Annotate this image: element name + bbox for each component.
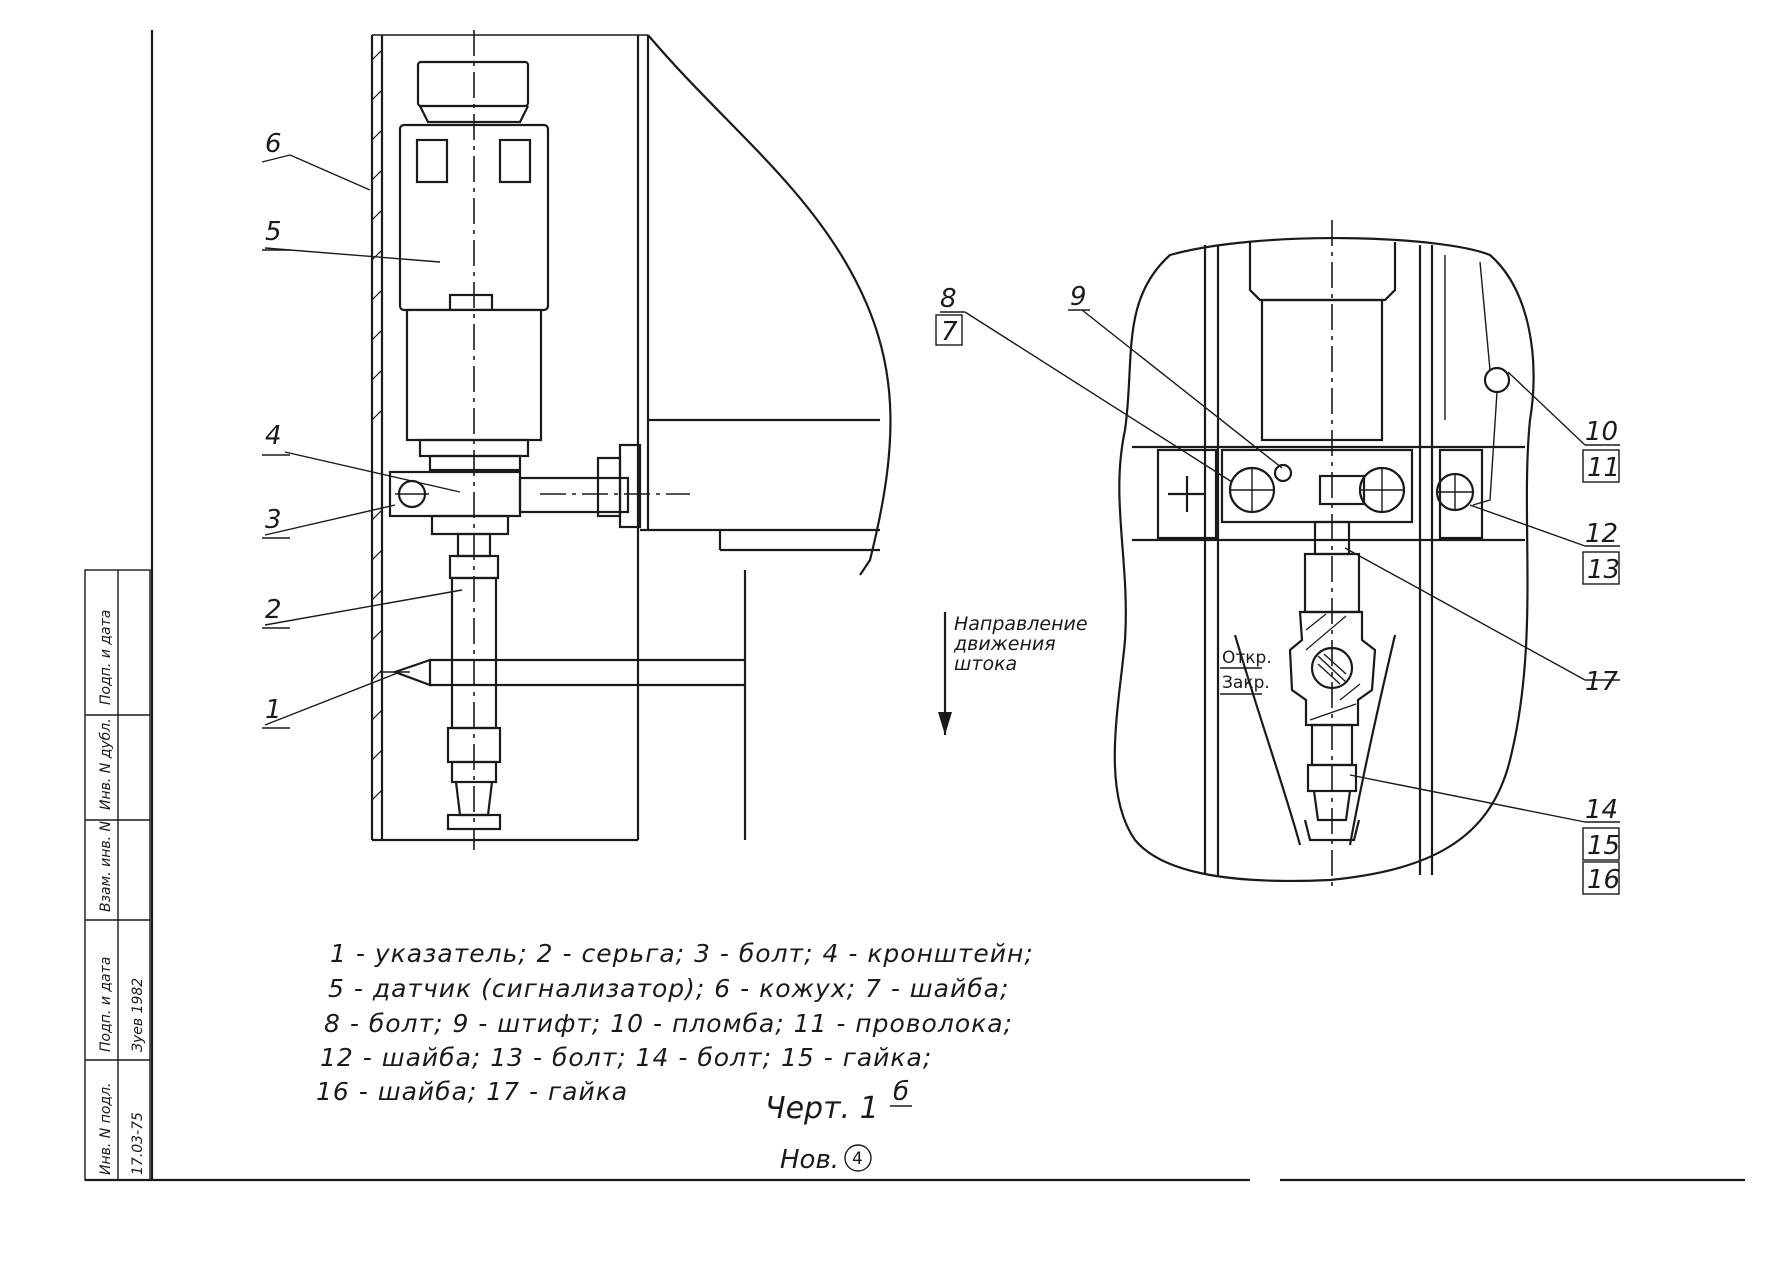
callout-16: 16	[1587, 865, 1620, 895]
callout-5: 5	[265, 217, 282, 247]
direction-line1: Направление	[954, 613, 1088, 635]
revision-label: Нов.	[780, 1145, 839, 1175]
callout-4: 4	[265, 421, 282, 451]
stamp-col1: Подп. и дата	[98, 610, 114, 705]
stamp-inv-value: 17.03-75	[130, 1112, 146, 1175]
direction-line3: штока	[954, 653, 1017, 675]
drawing-ref-sup: б	[893, 1077, 909, 1107]
legend-line1: 1 - указатель; 2 - серьга; 3 - болт; 4 -…	[330, 939, 1034, 968]
revision-circle-icon	[844, 1144, 872, 1172]
callout-9: 9	[1070, 282, 1087, 312]
callout-14: 14	[1585, 795, 1618, 825]
stamp-col4: Подп. и дата	[98, 957, 114, 1052]
direction-line2: движения	[953, 633, 1056, 655]
legend-line2: 5 - датчик (сигнализатор); 6 - кожух; 7 …	[328, 974, 1009, 1003]
callout-10: 10	[1585, 417, 1618, 447]
stamp-col5: Инв. N подл.	[98, 1083, 114, 1176]
callout-7: 7	[941, 317, 958, 347]
side-stamp: Подп. и дата Инв. N дубл. Взам. инв. N П…	[84, 569, 151, 1181]
lever-hatching	[1305, 613, 1361, 721]
right-view: Откр. Закр. 8 7 9 10 11 12 13 17 14 1	[935, 220, 1620, 895]
casing-hatching	[371, 49, 383, 801]
stamp-sign-date: Зуев 1982	[130, 978, 146, 1052]
callout-2: 2	[265, 595, 282, 625]
open-label: Откр.	[1222, 648, 1272, 668]
frame-lines	[85, 30, 1745, 1182]
callout-1: 1	[265, 695, 282, 725]
legend-line4: 12 - шайба; 13 - болт; 14 - болт; 15 - г…	[320, 1043, 932, 1072]
drawing-caption: Черт. 1 б Нов. 4	[765, 1077, 912, 1175]
callout-6: 6	[265, 129, 282, 159]
callout-8: 8	[940, 284, 957, 314]
stamp-col2: Инв. N дубл.	[98, 718, 114, 810]
legend: 1 - указатель; 2 - серьга; 3 - болт; 4 -…	[316, 939, 1034, 1106]
revision-number: 4	[852, 1149, 863, 1169]
legend-line5: 16 - шайба; 17 - гайка	[316, 1077, 628, 1106]
callout-12: 12	[1585, 519, 1618, 549]
left-view: 6 5 4 3 2 1	[261, 30, 892, 850]
direction-indicator: Направление движения штока	[938, 612, 1088, 735]
callout-3: 3	[265, 505, 282, 535]
drawing-ref: Черт. 1	[765, 1091, 879, 1126]
callout-15: 15	[1587, 831, 1620, 861]
closed-label: Закр.	[1222, 673, 1270, 693]
legend-line3: 8 - болт; 9 - штифт; 10 - пломба; 11 - п…	[324, 1009, 1013, 1038]
callout-11: 11	[1587, 453, 1620, 483]
callout-13: 13	[1587, 555, 1620, 585]
callout-17: 17	[1585, 667, 1619, 697]
stamp-col3: Взам. инв. N	[98, 821, 114, 912]
direction-arrow-icon	[938, 712, 952, 735]
